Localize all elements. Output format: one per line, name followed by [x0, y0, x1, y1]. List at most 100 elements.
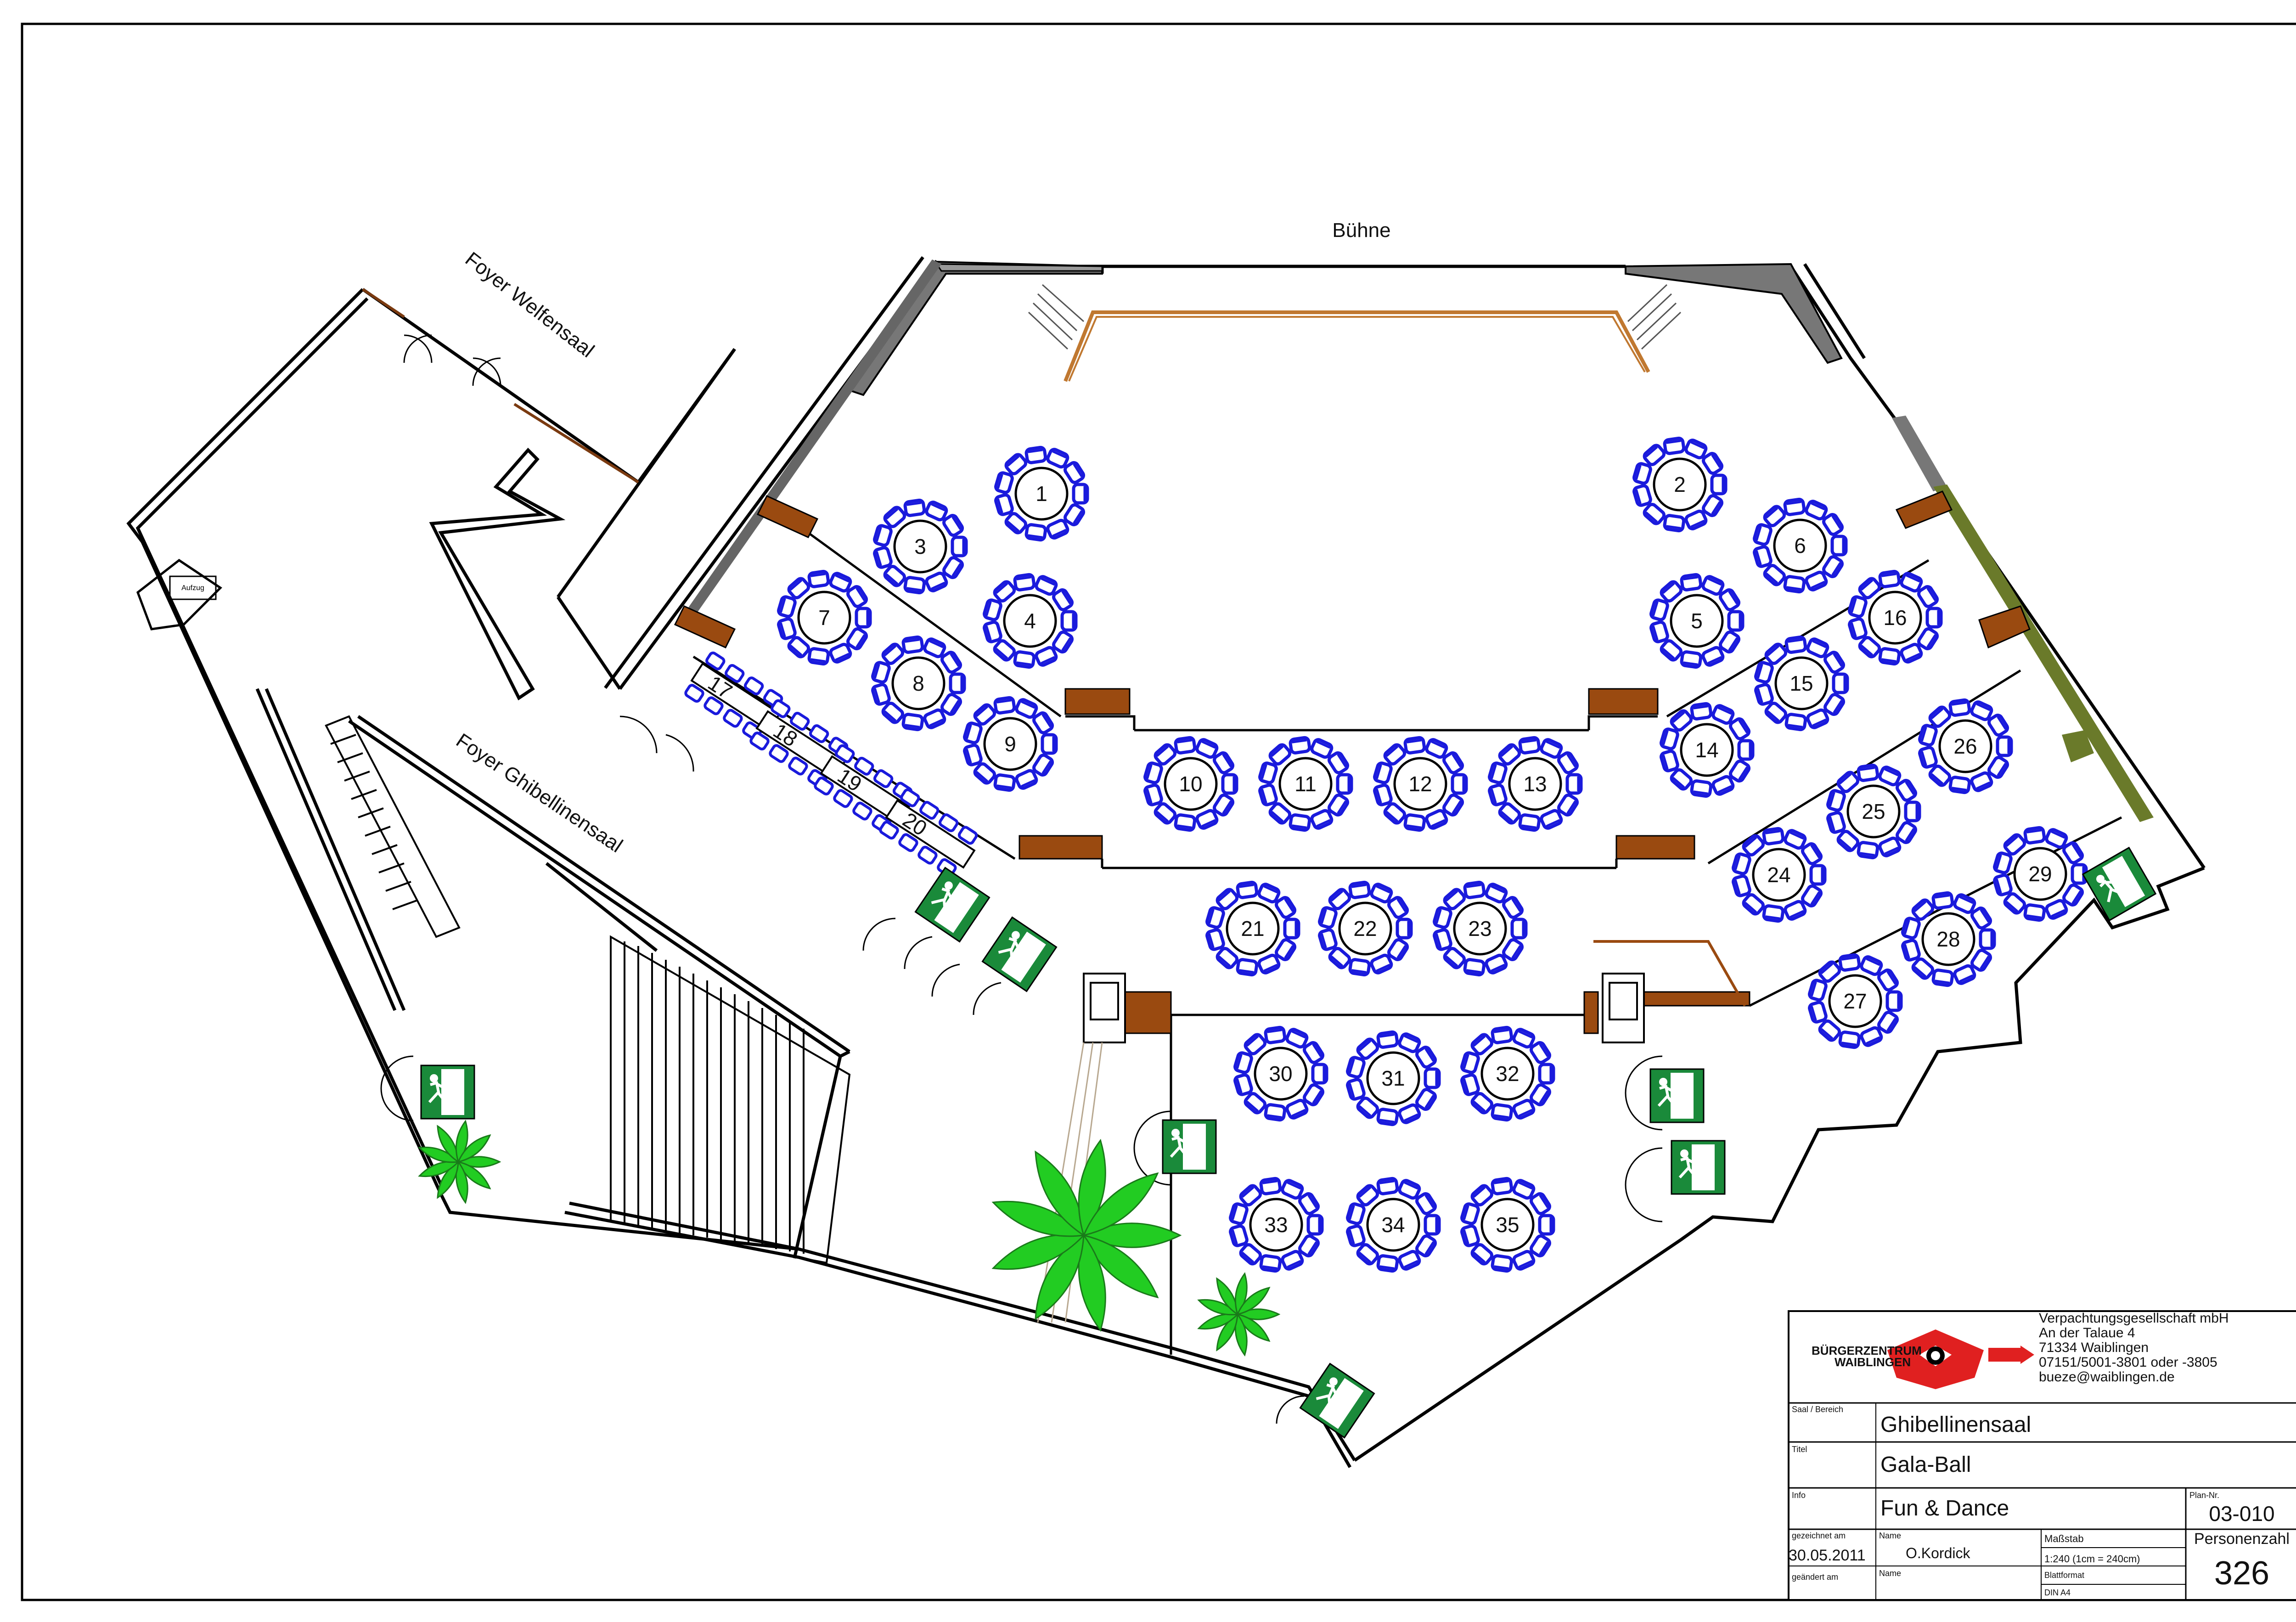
table-number: 6 — [1794, 534, 1806, 558]
chair-icon — [873, 524, 893, 547]
chair-icon — [1518, 736, 1541, 755]
chair-icon — [1826, 811, 1846, 834]
chair-icon — [1356, 1184, 1379, 1206]
chair-icon — [1512, 1179, 1536, 1200]
chair-icon — [1826, 789, 1846, 812]
chair-icon — [1216, 888, 1239, 910]
chair-icon — [1878, 647, 1901, 666]
chair-icon — [1742, 834, 1765, 856]
chair-icon — [1684, 439, 1708, 460]
chair-icon — [1491, 1254, 1514, 1273]
name-value: O.Kordick — [1906, 1545, 1970, 1561]
chair-icon — [2023, 826, 2046, 845]
chair-icon — [1918, 724, 1938, 747]
chair-icon — [942, 514, 964, 537]
chair-icon — [1663, 514, 1686, 533]
chair-icon — [1838, 1031, 1861, 1049]
table-number: 35 — [1496, 1213, 1519, 1237]
chair-icon — [923, 708, 946, 729]
chair-icon — [925, 501, 948, 522]
chair-icon — [1784, 635, 1807, 654]
chair-icon — [1783, 497, 1806, 516]
chair-icon — [1538, 1063, 1555, 1085]
chair-icon — [1398, 1179, 1421, 1200]
chair-icon — [1318, 906, 1338, 929]
plan-nr-value: 03-010 — [2209, 1502, 2274, 1526]
table-number: 5 — [1691, 609, 1703, 633]
chair-icon — [1415, 1046, 1437, 1069]
chair-icon — [1896, 821, 1918, 844]
chair-icon — [1306, 1214, 1324, 1236]
chair-icon — [1239, 1243, 1262, 1266]
chair-icon — [1858, 577, 1881, 599]
chair-icon — [1900, 572, 1923, 593]
chair-icon — [1376, 1108, 1399, 1126]
chair-icon — [1356, 1037, 1379, 1060]
chair-icon — [1415, 1234, 1437, 1257]
chair-icon — [1024, 445, 1047, 464]
chair-icon — [1463, 958, 1486, 977]
chair-icon — [1917, 585, 1939, 608]
chair-icon — [1310, 809, 1334, 830]
chair-icon — [1244, 1092, 1267, 1115]
chair-icon — [1264, 1025, 1287, 1044]
chair-icon — [1268, 802, 1292, 825]
chair-icon — [1762, 827, 1785, 845]
table-number: 13 — [1523, 772, 1547, 796]
chair-icon — [749, 732, 770, 751]
palm-plant-icon — [991, 1138, 1182, 1332]
chair-icon — [1917, 627, 1939, 650]
chair-icon — [1729, 759, 1751, 783]
table-28: 28 — [1901, 891, 1996, 987]
palm-plant-icon — [418, 1120, 501, 1204]
chair-icon — [1258, 783, 1278, 806]
buergerzentrum-logo-icon — [1887, 1329, 2034, 1389]
chair-icon — [1857, 763, 1880, 782]
chair-icon — [1024, 523, 1047, 542]
name2-label: Name — [1879, 1569, 1901, 1578]
chair-icon — [1680, 650, 1703, 669]
address-line-4: 07151/5001-3801 oder -3805 — [2039, 1355, 2217, 1370]
chair-icon — [1948, 698, 1971, 717]
chair-icon — [1268, 743, 1292, 766]
chair-icon — [854, 756, 874, 776]
massstab-label: Maßstab — [2044, 1533, 2084, 1544]
chair-icon — [871, 661, 891, 684]
table-26: 26 — [1918, 698, 2013, 794]
title-block: BÜRGERZENTRUM WAIBLINGEN Verpachtungsges… — [1788, 1310, 2296, 1601]
chair-icon — [1046, 518, 1069, 540]
chair-icon — [777, 617, 797, 640]
chair-icon — [1670, 709, 1693, 732]
chair-icon — [940, 651, 962, 674]
stage-edge — [1064, 310, 1650, 382]
staircase-upper — [325, 715, 461, 938]
chair-icon — [1259, 1177, 1282, 1195]
chair-icon — [1643, 444, 1666, 466]
table-number: 31 — [1381, 1066, 1405, 1090]
bench-table-20: 20 — [879, 788, 978, 877]
chair-icon — [1764, 702, 1788, 724]
palm-plant-icon — [1197, 1272, 1281, 1357]
chair-icon — [1502, 896, 1524, 919]
chair-icon — [1818, 960, 1841, 983]
chair-icon — [873, 546, 893, 569]
chair-icon — [1970, 700, 1993, 721]
chair-icon — [703, 696, 724, 715]
chair-icon — [1143, 761, 1163, 784]
chair-icon — [1064, 461, 1086, 484]
chair-icon — [1512, 1098, 1536, 1120]
table-12: 12 — [1373, 736, 1468, 832]
chair-icon — [983, 620, 1002, 643]
chair-icon — [790, 711, 810, 731]
chair-icon — [1784, 829, 1807, 850]
chair-icon — [1663, 436, 1686, 455]
chair-icon — [1643, 503, 1666, 525]
chair-icon — [1808, 979, 1828, 1002]
chair-icon — [1764, 642, 1788, 665]
chair-icon — [1195, 809, 1219, 830]
chair-icon — [1460, 1224, 1480, 1247]
chair-icon — [1512, 1250, 1536, 1271]
chair-icon — [898, 833, 918, 852]
